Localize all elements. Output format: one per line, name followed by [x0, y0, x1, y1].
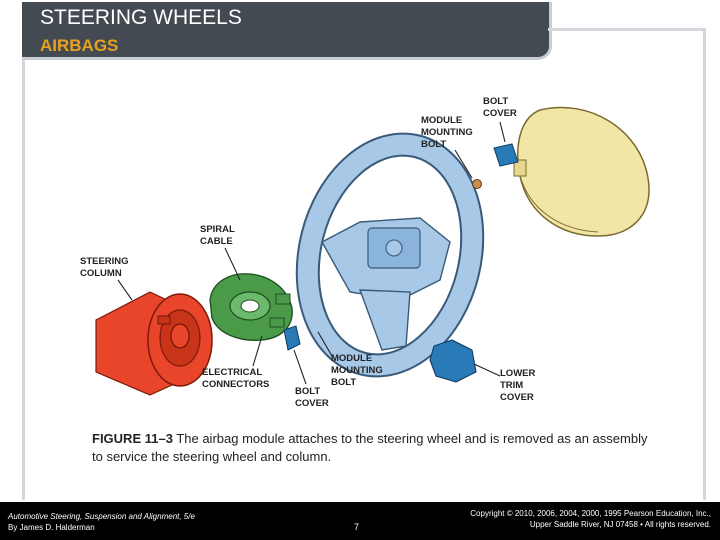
label-spiral-cable: SPIRAL CABLE — [200, 224, 237, 247]
title-bar — [22, 2, 552, 60]
spiral-cable-illustration — [209, 273, 293, 341]
footer-book-info: Automotive Steering, Suspension and Alig… — [8, 511, 195, 533]
steering-column-illustration — [95, 291, 213, 396]
label-bolt-cover-top: BOLT COVER — [483, 96, 517, 119]
label-lower-trim-cover: LOWER TRIM COVER — [500, 368, 538, 403]
slide-title: STEERING WHEELS — [40, 6, 242, 29]
slide-subtitle: AIRBAGS — [40, 36, 119, 55]
decorative-line-left — [22, 60, 25, 500]
decorative-line-top — [548, 28, 706, 31]
airbag-exploded-diagram: BOLT COVER MODULE MOUNTING BOLT SPIRAL C… — [80, 96, 650, 409]
figure-caption: FIGURE 11–3 The airbag module attaches t… — [92, 430, 652, 466]
footer-book-title: Automotive Steering, Suspension and Alig… — [8, 512, 195, 521]
label-electrical-connectors: ELECTRICAL CONNECTORS — [202, 367, 269, 390]
leader-lines — [117, 121, 506, 385]
label-bolt-cover-bottom: BOLT COVER — [295, 386, 329, 409]
footer: Automotive Steering, Suspension and Alig… — [0, 502, 720, 540]
figure-number: FIGURE 11–3 — [92, 431, 173, 446]
footer-copyright-line2: Upper Saddle River, NJ 07458 • All right… — [529, 520, 711, 529]
bolt-cover-top-illustration — [493, 143, 519, 167]
module-mounting-bolt-top-illustration — [472, 179, 482, 189]
label-steering-column: STEERING COLUMN — [80, 256, 131, 279]
footer-page-number: 7 — [354, 522, 360, 532]
label-module-mounting-bolt-top: MODULE MOUNTING BOLT — [421, 115, 475, 150]
airbag-module-illustration — [513, 106, 650, 237]
decorative-line-right — [703, 28, 706, 500]
footer-author: By James D. Halderman — [8, 523, 95, 532]
footer-copyright-line1: Copyright © 2010, 2006, 2004, 2000, 1995… — [470, 509, 711, 518]
lower-trim-cover-illustration — [429, 339, 477, 383]
label-module-mounting-bolt-bottom: MODULE MOUNTING BOLT — [331, 353, 385, 388]
steering-wheel-illustration — [295, 132, 485, 378]
footer-copyright: Copyright © 2010, 2006, 2004, 2000, 1995… — [470, 508, 711, 530]
figure-caption-text: The airbag module attaches to the steeri… — [92, 431, 648, 464]
